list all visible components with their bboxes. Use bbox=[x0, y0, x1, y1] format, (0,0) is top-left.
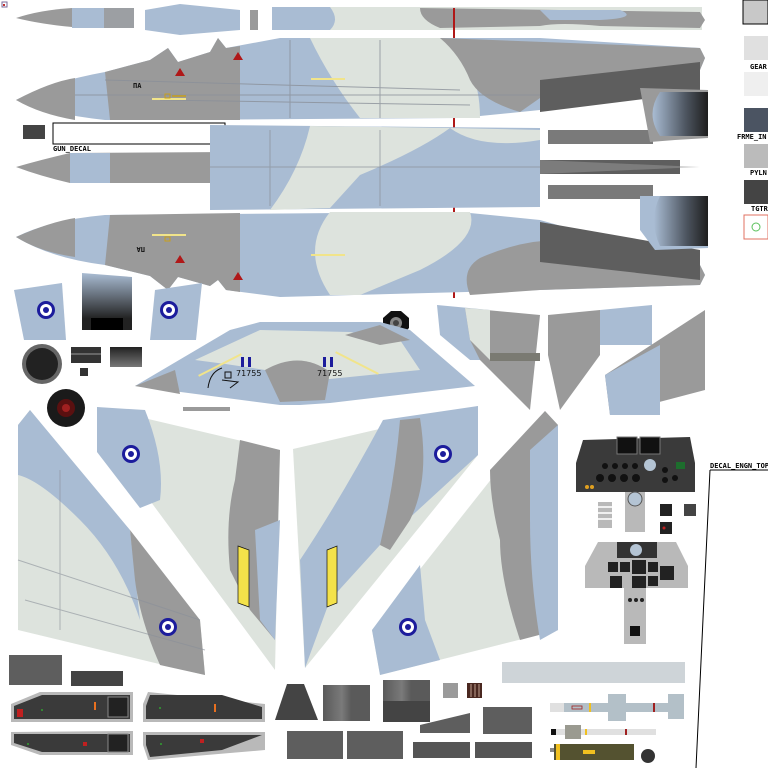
bomb-icon bbox=[550, 744, 634, 760]
gun-decal-label: GUN_DECAL bbox=[53, 145, 91, 153]
missile-small-icon bbox=[551, 725, 656, 739]
flap-pieces bbox=[437, 305, 705, 415]
wing-right-lower bbox=[372, 411, 558, 675]
serial-number-left: 71755 bbox=[236, 369, 261, 378]
decal-engn-top-label: DECAL_ENGN_TOP bbox=[710, 462, 768, 470]
side-consoles bbox=[11, 692, 265, 760]
spine-strip bbox=[16, 4, 705, 298]
gun-decal-box bbox=[52, 122, 226, 145]
decal-engn-top-line bbox=[695, 469, 768, 768]
swatch-frame-in bbox=[744, 108, 768, 132]
wing-left-lower bbox=[17, 410, 206, 675]
swatch-pylon bbox=[744, 144, 768, 168]
cockpit-front-panel bbox=[576, 436, 696, 534]
squadron-emblem-icon bbox=[207, 367, 240, 389]
stabilizer-top: 71755 71755 bbox=[135, 322, 475, 411]
warning-triangle-icon bbox=[175, 52, 243, 76]
wing-left-upper bbox=[97, 407, 280, 670]
swatch-column bbox=[742, 0, 768, 240]
target-reticle-swatch bbox=[743, 214, 768, 240]
fuselage-top bbox=[16, 122, 700, 210]
swatch-top bbox=[742, 0, 768, 25]
missile-large-icon bbox=[550, 694, 684, 721]
target-label: TGTR bbox=[751, 205, 768, 213]
fuselage-side-left: ΠΑ bbox=[16, 38, 705, 120]
serial-number-right: 71755 bbox=[317, 369, 342, 378]
cockpit-rear-panel bbox=[585, 542, 688, 644]
wing-right-upper bbox=[293, 406, 478, 668]
fuselage-code-right: ΠΑ bbox=[136, 245, 145, 253]
misc-blocks bbox=[9, 655, 685, 759]
frame-in-label: FRME_IN bbox=[737, 133, 767, 141]
fuselage-code-left: ΠΑ bbox=[133, 82, 142, 90]
swatch-light bbox=[744, 72, 768, 96]
gear-label: GEAR bbox=[750, 63, 767, 71]
swatch-gear bbox=[744, 36, 768, 60]
gun-port-arrow-icon bbox=[152, 93, 186, 100]
atlas-corner-icon bbox=[1, 1, 8, 8]
engine-nozzle bbox=[640, 88, 708, 250]
tail-fins-small bbox=[14, 273, 202, 340]
swatch-target bbox=[744, 180, 768, 204]
warning-triangle-icon bbox=[175, 255, 243, 280]
fuselage-side-right: ΠΑ bbox=[16, 212, 705, 297]
pylon-label: PYLN bbox=[750, 169, 767, 177]
weapons bbox=[550, 694, 684, 763]
bomb-tail-icon bbox=[641, 749, 655, 763]
